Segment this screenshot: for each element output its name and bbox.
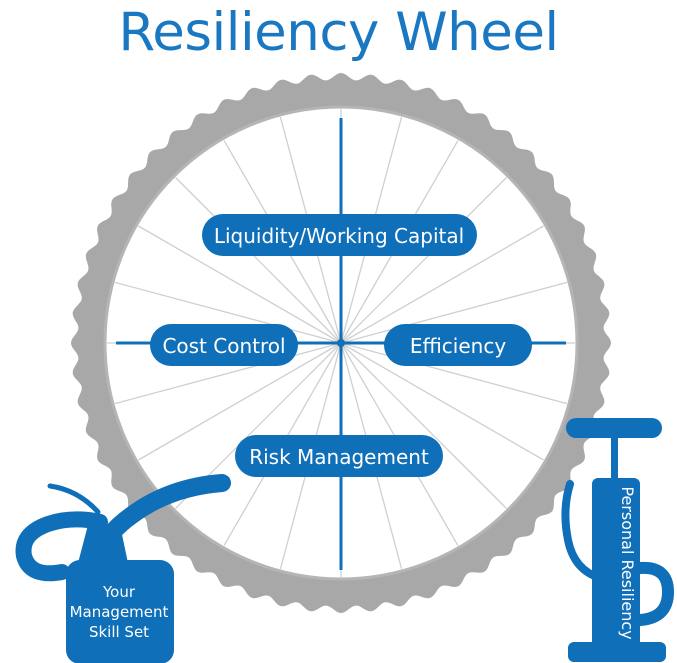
pill-label-efficiency: Efficiency (410, 334, 507, 358)
wheel-spoke (340, 225, 544, 344)
wheel-spoke (138, 342, 342, 461)
pill-liquidity: Liquidity/Working Capital (202, 214, 477, 256)
oil-can-icon: Your Management Skill Set (15, 474, 231, 663)
wheel-spoke (175, 177, 342, 344)
pill-efficiency: Efficiency (384, 324, 532, 366)
page-title: Resiliency Wheel (118, 2, 559, 63)
pill-label-risk-management: Risk Management (249, 445, 429, 469)
wheel-spoke (138, 225, 342, 344)
pill-label-cost-control: Cost Control (162, 334, 285, 358)
pill-risk-management: Risk Management (235, 435, 443, 477)
wheel-spoke (340, 281, 568, 344)
oil-can-label-line-2: Management (70, 603, 169, 621)
wheel-spoke (340, 342, 568, 405)
wheel-rim-edge (103, 105, 579, 581)
wheel-spoke (340, 177, 507, 344)
tire-pump-icon: Personal Resiliency (561, 418, 675, 662)
wheel-spoke (340, 342, 544, 461)
pill-label-liquidity: Liquidity/Working Capital (214, 224, 464, 248)
wheel-spoke (114, 342, 342, 405)
pill-cost-control: Cost Control (150, 324, 298, 366)
oil-can-label-line-1: Your (102, 583, 136, 601)
wheel-spoke (340, 342, 507, 509)
wheel-spoke (114, 281, 342, 344)
pump-label: Personal Resiliency (618, 486, 637, 639)
oil-can-label-line-3: Skill Set (89, 623, 149, 641)
wheel-hub (337, 339, 345, 347)
